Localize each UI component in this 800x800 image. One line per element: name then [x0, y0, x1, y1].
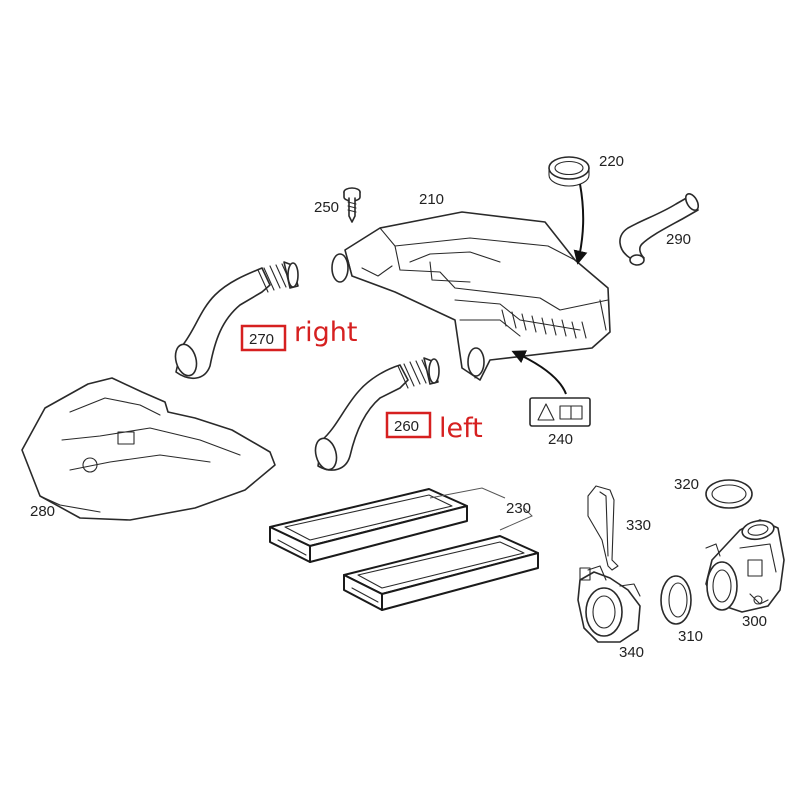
label-300: 300	[742, 613, 767, 630]
annotation-right: right	[294, 317, 357, 348]
arrow-220-to-housing	[573, 183, 588, 265]
breather-hose-part-290	[619, 193, 700, 266]
label-330: 330	[626, 517, 651, 534]
hose-part-270	[174, 261, 299, 379]
label-240: 240	[548, 431, 573, 448]
hose-part-260	[314, 357, 440, 471]
intake-elbow-part-300	[705, 519, 785, 613]
annotation-left: left	[439, 413, 483, 444]
label-290: 290	[666, 231, 691, 248]
ring-part-310	[660, 575, 692, 625]
warning-label-part-240	[529, 397, 591, 427]
maf-sensor-part-340	[577, 565, 641, 643]
label-230: 230	[506, 500, 531, 517]
label-220: 220	[599, 153, 624, 170]
gasket-ring-part-220	[548, 156, 590, 187]
label-320: 320	[674, 476, 699, 493]
label-250: 250	[314, 199, 339, 216]
filter-element-part-230	[269, 487, 539, 611]
label-280: 280	[30, 503, 55, 520]
seal-part-330	[587, 485, 619, 571]
highlight-box-260	[385, 411, 432, 439]
airbox-housing-part-210	[331, 211, 611, 381]
engine-cover-part-280	[21, 377, 276, 521]
clamp-ring-part-320	[705, 479, 753, 509]
label-270: 270	[249, 331, 274, 348]
label-210: 210	[419, 191, 444, 208]
label-260: 260	[394, 418, 419, 435]
screw-part-250	[343, 187, 361, 223]
arrow-240-to-housing	[511, 350, 567, 395]
highlight-box-270	[240, 324, 287, 352]
label-310: 310	[678, 628, 703, 645]
label-340: 340	[619, 644, 644, 661]
